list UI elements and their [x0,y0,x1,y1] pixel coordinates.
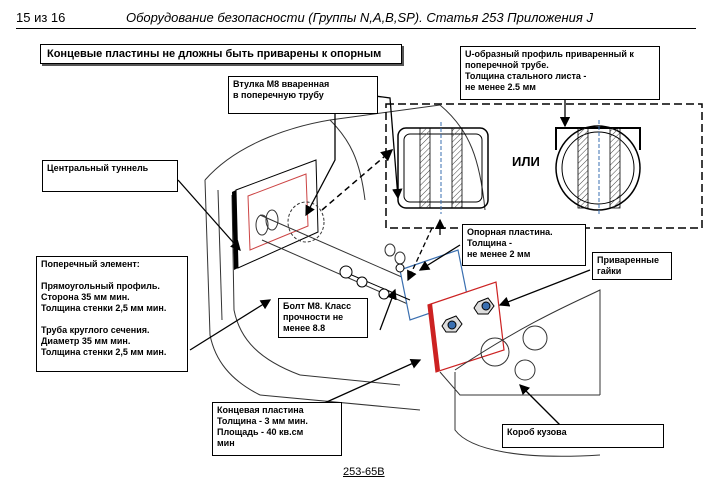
warning-banner: Концевые пластины не дложны быть приваре… [40,44,402,64]
callout-end-plate: Концевая пластина Толщина - 3 мм мин. Пл… [212,402,342,456]
document-title: Оборудование безопасности (Группы N,A,B,… [126,10,593,25]
detail-round-section [555,120,641,216]
callout-bolt: Болт М8. Класс прочности не менее 8.8 [278,298,368,338]
leader-lines [177,90,591,426]
or-label: ИЛИ [512,154,540,169]
detail-dashed-box [385,103,703,229]
callout-body-box: Короб кузова [502,424,664,448]
body-box-drawing [439,289,601,457]
callout-bushing: Втулка М8 вваренная в поперечную трубу [228,76,378,114]
callout-cross-member: Поперечный элемент: Прямоугольный профил… [36,256,188,372]
page-header: 15 из 16 Оборудование безопасности (Груп… [16,6,696,29]
callout-welded-nuts: Приваренные гайки [592,252,672,280]
callout-central-tunnel: Центральный туннель [42,160,178,192]
page-number: 15 из 16 [16,10,66,25]
callout-support-plate: Опорная пластина. Толщина - не менее 2 м… [462,224,586,266]
figure-code: 253-65В [343,466,385,478]
central-tunnel-drawing [204,104,486,411]
detail-rectangular-section [397,122,489,214]
callout-u-profile: U-образный профиль приваренный к попереч… [460,46,660,100]
tunnel-side-plate [232,159,319,270]
bolt-drawing [339,263,495,333]
